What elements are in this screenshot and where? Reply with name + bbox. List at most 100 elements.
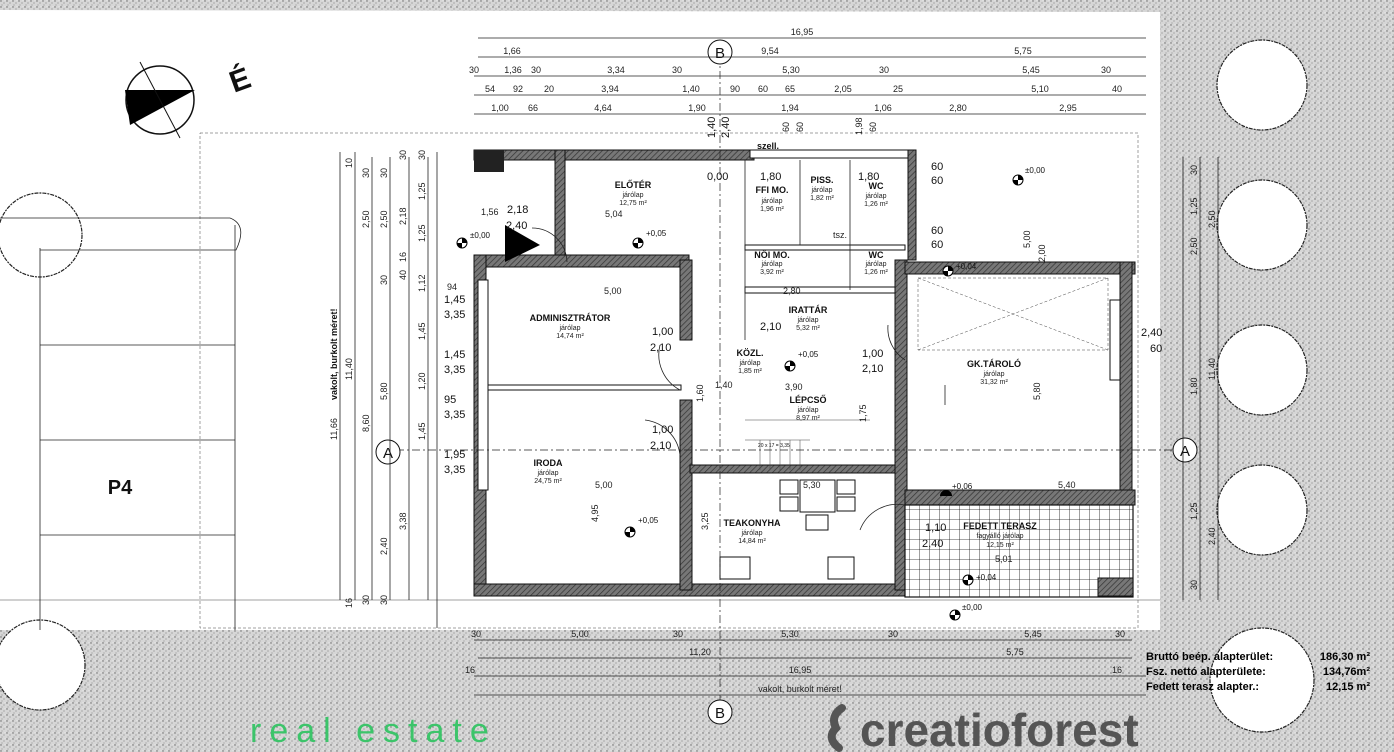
level-value: +0,05 [798, 350, 819, 359]
dim-label: 60 [758, 84, 768, 94]
dim-label: 5,30 [782, 65, 800, 75]
dim-label: 30 [471, 629, 481, 639]
dim-label: 5,04 [605, 209, 623, 219]
tree-icon [1216, 464, 1308, 556]
dim-label: 2,80 [783, 286, 801, 296]
dim-label: 30 [1189, 580, 1199, 590]
room-name: NŐI MO. [754, 249, 790, 260]
north-arrow: É [125, 61, 255, 139]
room-area: 14,84 m² [738, 538, 766, 545]
dim-label: 1,12 [417, 274, 427, 292]
dim-label: 30 [398, 150, 408, 160]
dim-label: 30 [1101, 65, 1111, 75]
room-name: ADMINISZTRÁTOR [530, 313, 611, 323]
axis-b-label: B [715, 45, 725, 62]
dim-note: vakolt, burkolt méret! [329, 308, 339, 400]
building [473, 149, 1136, 598]
summary-value: 186,30 m² [1320, 651, 1370, 663]
level-value: +0,06 [952, 482, 973, 491]
dim-label: 11,40 [1207, 358, 1217, 380]
dim-label: 16 [1112, 665, 1122, 675]
level-markers: ±0,00 +0,05 +0,05 +0,04 +0,06 +0,05 +0,0… [456, 166, 1046, 621]
dim-label: 4,64 [594, 103, 612, 113]
window-width: 1,95 [444, 449, 465, 461]
dim-label: 5,30 [781, 629, 799, 639]
dim-label: 30 [672, 65, 682, 75]
window-height: 3,35 [444, 309, 465, 321]
dim-label: 1,80 [858, 171, 879, 183]
room-name: GK.TÁROLÓ [967, 358, 1021, 369]
window-height: 3,35 [444, 409, 465, 421]
dim-label: 94 [447, 282, 457, 292]
room-floor: járólap [810, 187, 832, 194]
dim-label: 1,00 [862, 348, 883, 360]
dim-label: 1,40 [706, 117, 718, 138]
dim-label: 60 [931, 225, 943, 237]
dim-label: 1,60 [695, 384, 705, 402]
dim-label: 5,01 [995, 554, 1013, 564]
dim-label: 5,10 [1031, 84, 1049, 94]
tree-icon [1216, 179, 1308, 271]
dim-label: 2,40 [720, 117, 732, 138]
dim-label: 2,40 [379, 537, 389, 555]
dim-note: vakolt, burkolt méret! [758, 684, 842, 694]
summary-label: Bruttó beép. alapterület: [1146, 651, 1273, 663]
dim-label: 3,94 [601, 84, 619, 94]
room-area: 8,97 m² [796, 415, 820, 422]
room-name: WC [869, 250, 884, 260]
dim-label: 5,00 [595, 480, 613, 490]
window-height: 60 [1150, 343, 1162, 355]
parking-area: P4 [0, 217, 242, 630]
dim-label: 2,50 [361, 210, 371, 228]
room-name: IRODA [534, 458, 564, 468]
level-marker: +0,05 [632, 229, 667, 249]
room-name: TEAKONYHA [723, 518, 781, 528]
room-area: 1,82 m² [810, 195, 834, 202]
dim-label: 1,45 [417, 422, 427, 440]
room-floor: járólap [621, 192, 643, 199]
room-name: IRATTÁR [789, 305, 828, 315]
dim-label: 1,75 [858, 404, 868, 422]
dim-label: 1,25 [1189, 197, 1199, 215]
left-dimensions: 11,66 vakolt, burkolt méret! 10 11,40 16… [329, 150, 465, 628]
dim-label: 16 [465, 665, 475, 675]
axis-b-label: B [715, 705, 725, 722]
summary-value: 134,76m² [1323, 666, 1370, 678]
axis-lines: B B A A [375, 39, 1198, 725]
dim-label: 60 [931, 161, 943, 173]
dim-label: 30 [361, 595, 371, 605]
room-name: PISS. [810, 175, 833, 185]
summary-value: 12,15 m² [1326, 681, 1370, 693]
dim-label: 16 [344, 598, 354, 608]
dim-label: 2,80 [949, 103, 967, 113]
summary-label: Fedett terasz alapter.: [1146, 681, 1259, 693]
room-floor: járólap [864, 261, 886, 268]
room-name: LÉPCSŐ [789, 394, 826, 405]
room-floor: járólap [864, 193, 886, 200]
dim-label: 1,45 [417, 322, 427, 340]
dim-label: 2,05 [834, 84, 852, 94]
level-value: +0,04 [956, 262, 977, 271]
dim-label: 5,00 [604, 286, 622, 296]
room-floor: járólap [760, 261, 782, 268]
dim-label: 11,66 [329, 418, 339, 440]
dim-label: 65 [785, 84, 795, 94]
dim-label: 20 [544, 84, 554, 94]
level-marker: ±0,00 [1012, 166, 1046, 186]
dim-label: 5,45 [1022, 65, 1040, 75]
dim-label: 2,50 [1207, 210, 1217, 228]
tree-icon [1209, 627, 1315, 733]
window-width: 2,40 [1141, 327, 1162, 339]
site-area [0, 10, 1160, 630]
dim-label: 2,40 [1207, 527, 1217, 545]
